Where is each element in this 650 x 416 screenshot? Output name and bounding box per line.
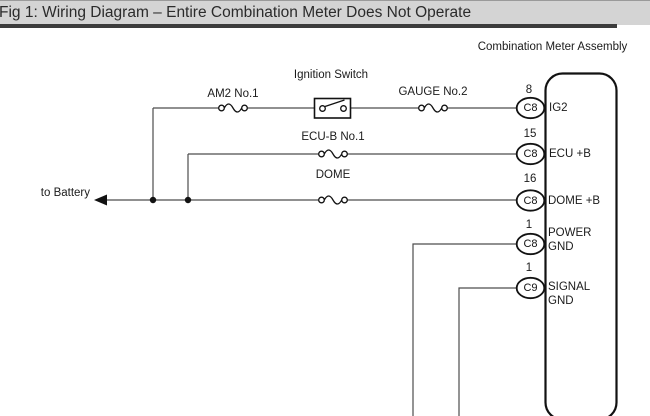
fuse-gauge-symbol — [418, 103, 448, 113]
pin-label-power-gnd: POWER GND — [548, 227, 592, 253]
connector-code-dome-b: C8 — [523, 194, 538, 207]
connector-oval-power-gnd — [515, 232, 546, 256]
fuse-ecub-symbol — [318, 149, 348, 159]
connector-oval-dome-b — [515, 189, 546, 212]
wire-ecu-b — [188, 149, 517, 159]
connector-oval-signal-gnd — [515, 276, 546, 300]
figure-title-bar: Fig 1: Wiring Diagram – Entire Combinati… — [0, 0, 650, 25]
pin-number-ecu-b: 15 — [523, 128, 537, 140]
wire-power-gnd — [412, 243, 517, 416]
wire-signal-gnd — [458, 287, 517, 416]
fuse-gauge-label: GAUGE No.2 — [398, 86, 468, 98]
connector-code-power-gnd: C8 — [523, 238, 538, 250]
wire-dome-b — [94, 194, 517, 206]
fuse-am2-label: AM2 No.1 — [207, 88, 259, 100]
battery-label: to Battery — [40, 187, 90, 199]
connector-oval-ecu-b — [515, 142, 546, 166]
fuse-dome-label: DOME — [315, 169, 351, 181]
ignition-switch-symbol — [313, 97, 352, 119]
connector-code-signal-gnd: C9 — [523, 282, 538, 294]
connector-oval-ig2 — [515, 96, 546, 120]
fuse-am2-symbol — [218, 103, 248, 113]
junction-dot — [149, 196, 157, 204]
pin-label-ig2: IG2 — [549, 102, 568, 114]
junction-dot — [184, 196, 192, 204]
assembly-label: Combination Meter Assembly — [477, 41, 628, 53]
fuse-dome-symbol — [318, 195, 348, 205]
pin-number-ig2: 8 — [525, 84, 533, 96]
pin-number-signal-gnd: 1 — [525, 262, 533, 274]
pin-number-dome-b: 16 — [523, 173, 537, 185]
meter-assembly-body — [544, 72, 618, 416]
pin-label-signal-gnd: SIGNAL GND — [548, 281, 590, 307]
ignition-switch-label: Ignition Switch — [293, 69, 369, 81]
fuse-ecub-label: ECU-B No.1 — [301, 131, 365, 143]
battery-arrow-icon — [94, 194, 107, 206]
title-underline — [0, 24, 617, 28]
pin-label-ecu-b: ECU +B — [549, 148, 591, 160]
pin-label-dome-b: DOME +B — [548, 195, 601, 207]
connector-code-ecu-b: C8 — [523, 148, 538, 160]
pin-number-power-gnd: 1 — [525, 219, 533, 231]
wire-ig2 — [153, 97, 517, 119]
connector-code-ig2: C8 — [523, 102, 538, 114]
wire-feeders — [149, 108, 192, 204]
figure-title: Fig 1: Wiring Diagram – Entire Combinati… — [0, 4, 472, 21]
